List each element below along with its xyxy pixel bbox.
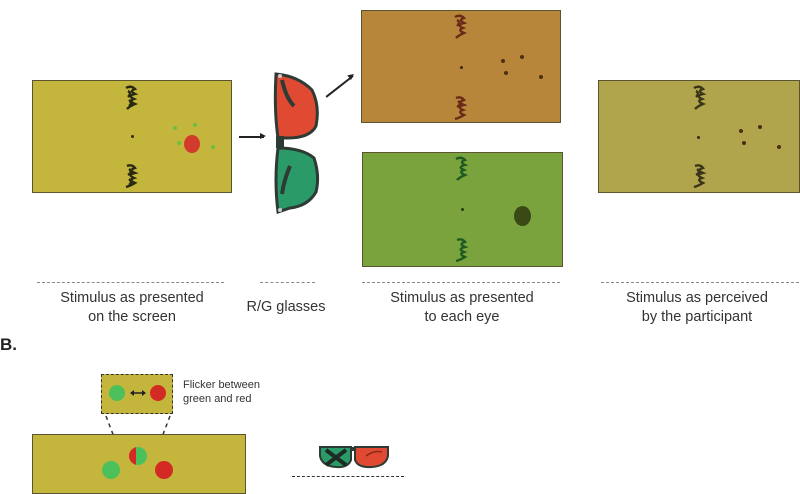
- label-glasses: R/G glasses: [246, 299, 326, 315]
- label-each-eye: Stimulus as presented to each eye: [390, 290, 534, 325]
- green-eye-stimulus-panel: [362, 152, 563, 267]
- separator-eye: [362, 282, 560, 283]
- noise-glyph-top: [455, 156, 469, 181]
- dark-dot: [758, 125, 762, 129]
- separator-screen: [37, 282, 224, 283]
- screen-stimulus-panel: [32, 80, 232, 193]
- separator-perceived: [601, 282, 799, 283]
- fixation-cross: [697, 136, 700, 139]
- red-dot: [150, 385, 166, 401]
- half-red-green-dot: [129, 447, 147, 465]
- red-target-dot: [184, 135, 200, 153]
- noise-glyph-bottom: [125, 164, 139, 189]
- dark-dot: [501, 59, 505, 63]
- section-label-b: B.: [0, 335, 17, 354]
- dark-dot: [504, 71, 508, 75]
- fixation-cross: [131, 135, 134, 138]
- double-arrow-icon: [130, 390, 146, 396]
- dark-dot: [739, 129, 743, 133]
- separator-glasses: [260, 282, 315, 283]
- flicker-inset: [101, 374, 173, 414]
- perceived-stimulus-panel: [598, 80, 800, 193]
- noise-glyph-bottom: [693, 164, 707, 189]
- noise-glyph-bottom: [455, 238, 469, 263]
- noise-glyph-bottom: [454, 96, 468, 121]
- red-dot: [155, 461, 173, 479]
- dark-dot: [539, 75, 543, 79]
- green-dot: [193, 123, 197, 127]
- fixation-cross: [460, 66, 463, 69]
- dark-target-dot: [514, 206, 531, 226]
- dark-dot: [520, 55, 524, 59]
- arrow-up-right-icon: [325, 75, 354, 98]
- green-dot: [177, 141, 181, 145]
- label-perceived: Stimulus as perceived by the participant: [626, 290, 768, 325]
- noise-glyph-top: [693, 85, 707, 110]
- green-dot: [211, 145, 215, 149]
- green-dot: [173, 126, 177, 130]
- green-dot: [109, 385, 125, 401]
- dark-dot: [777, 145, 781, 149]
- arrow-right-icon: [239, 133, 266, 139]
- flicker-label: Flicker between green and red: [183, 379, 261, 405]
- glasses-green-blocked-icon: [319, 446, 389, 469]
- noise-glyph-top: [454, 14, 468, 39]
- green-dot: [102, 461, 120, 479]
- label-screen: Stimulus as presented on the screen: [60, 290, 204, 325]
- flicker-stimulus-panel: [32, 434, 246, 494]
- red-eye-stimulus-panel: [361, 10, 561, 123]
- red-green-glasses-icon: [273, 72, 320, 215]
- fixation-cross: [461, 208, 464, 211]
- dark-dot: [742, 141, 746, 145]
- noise-glyph-top: [125, 85, 139, 110]
- dashed-box-top: [292, 476, 404, 477]
